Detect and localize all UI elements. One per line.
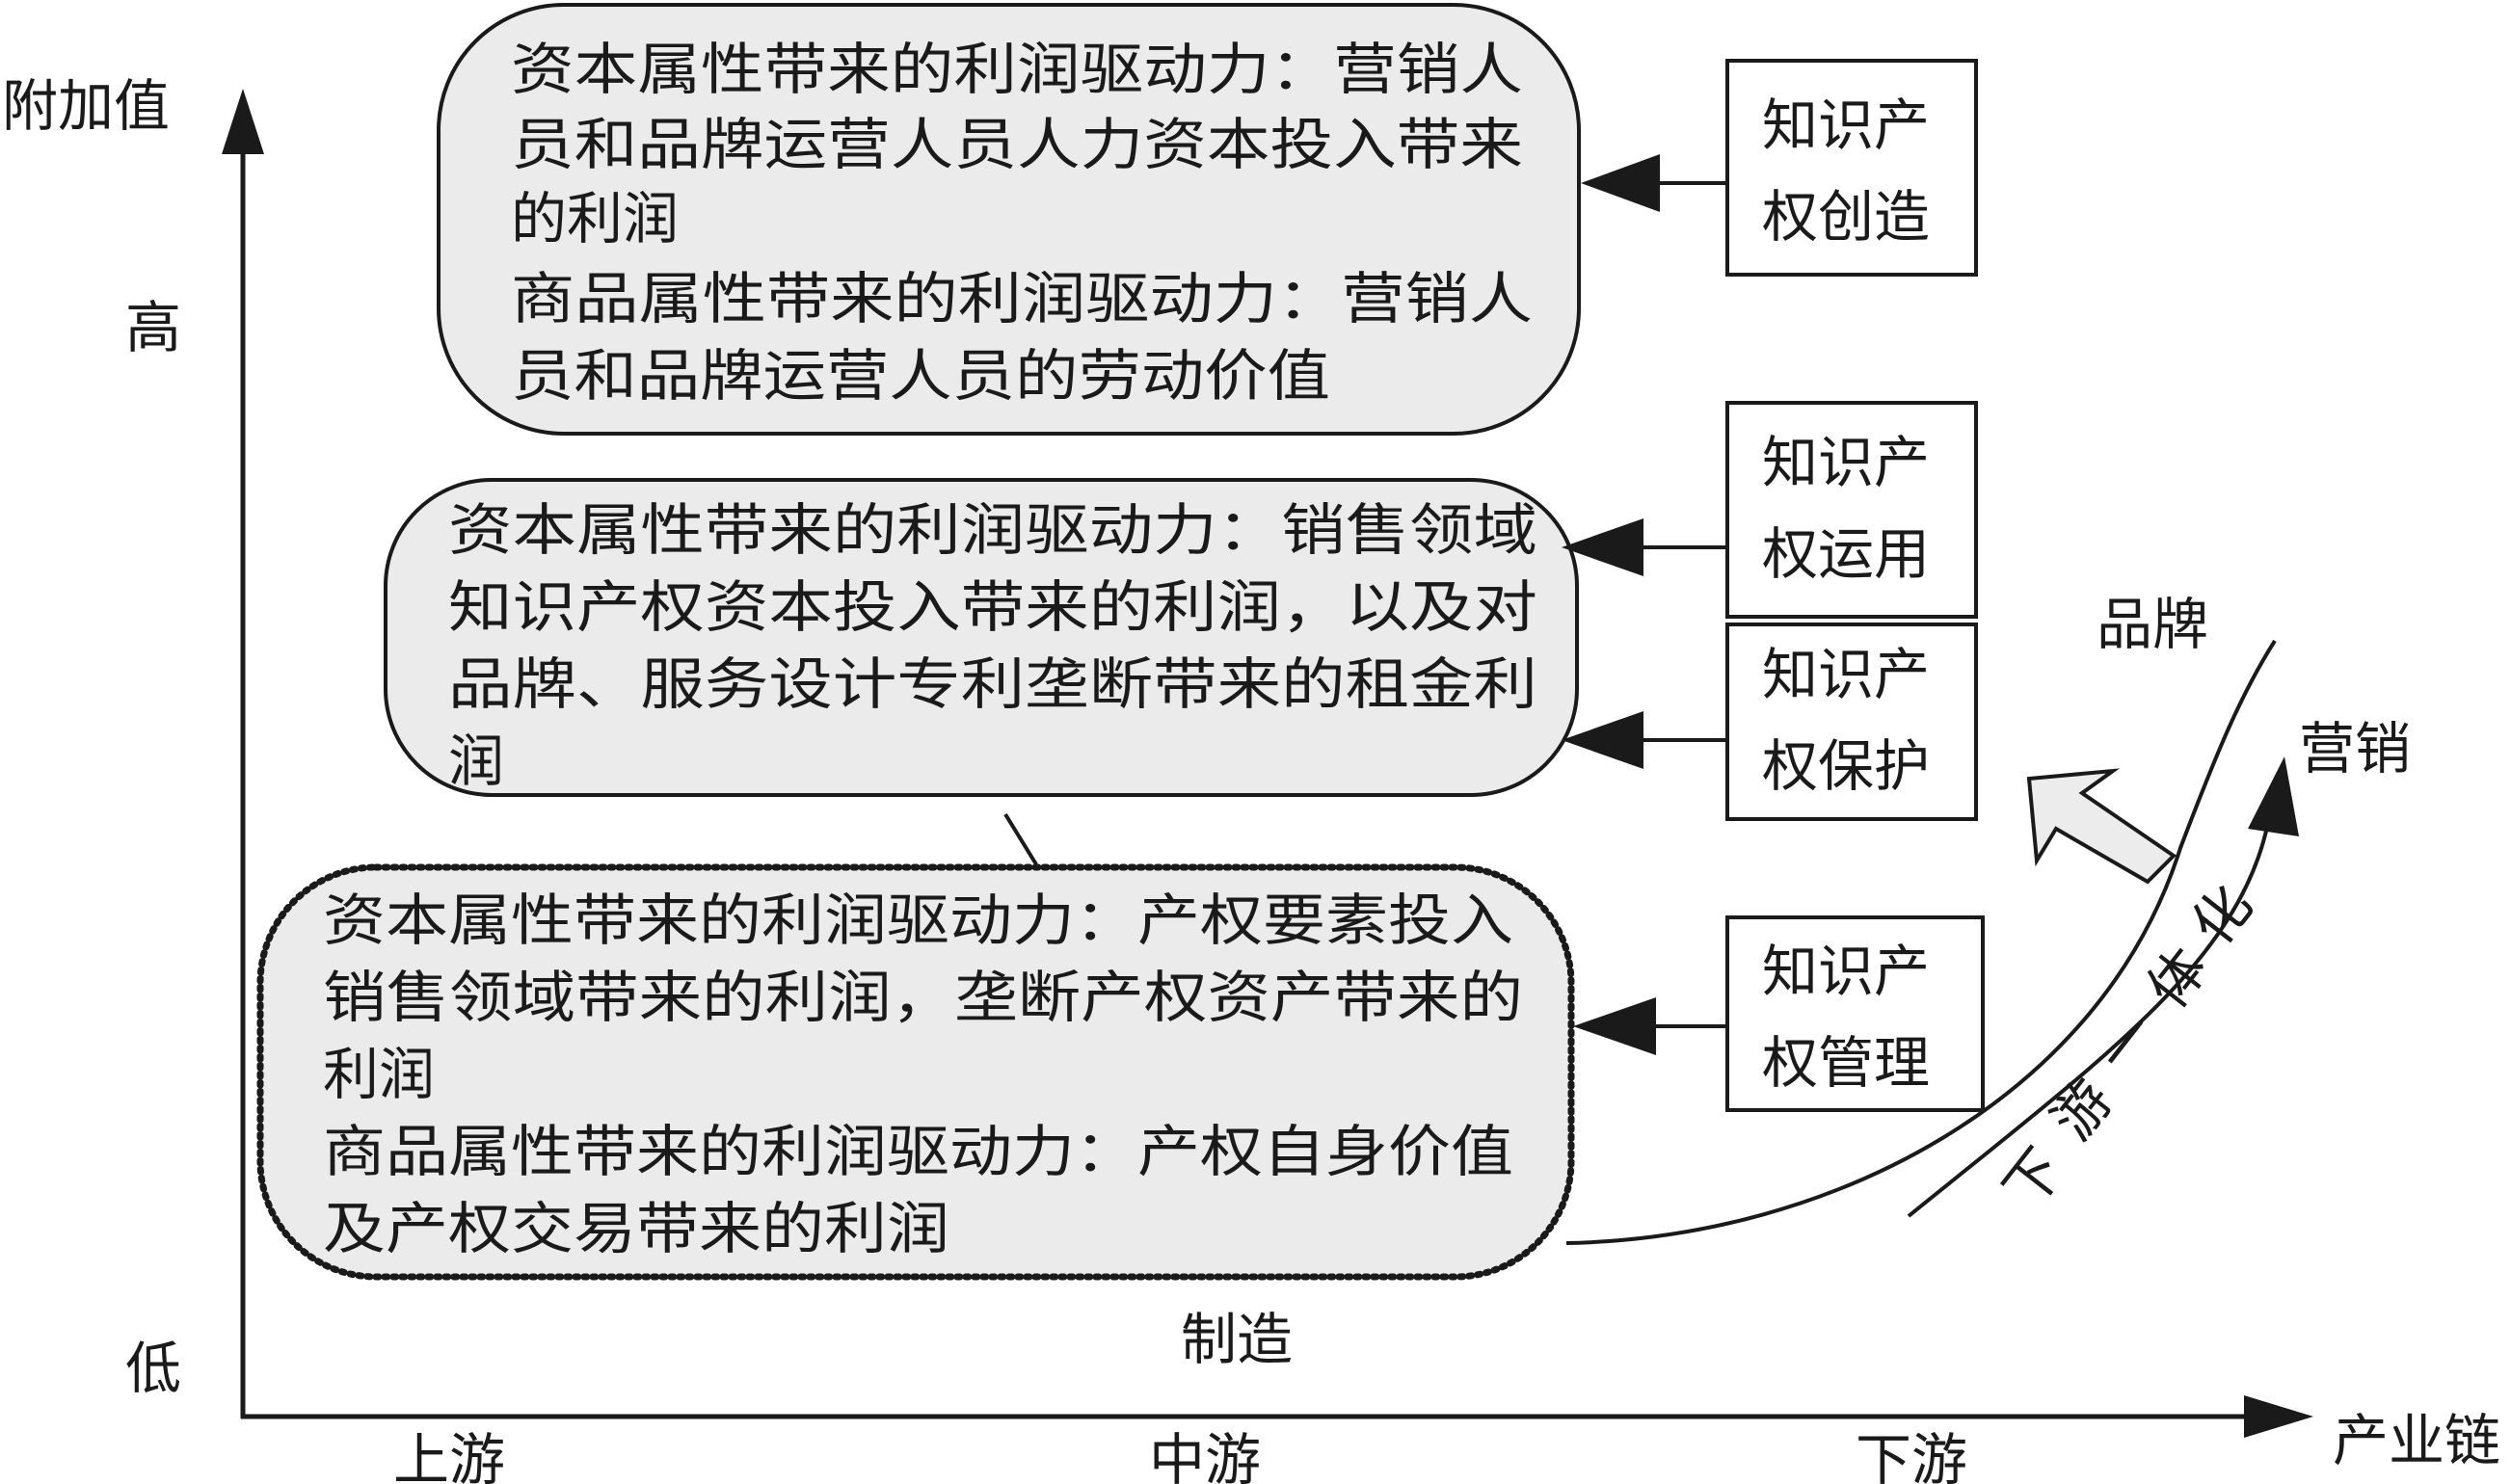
bottom-box-line: 利润 xyxy=(323,1042,435,1107)
middle-box-line: 品牌、服务设计专利垄断带来的租金利 xyxy=(448,651,1537,717)
marketing-label: 营销 xyxy=(2299,716,2411,782)
top-box-line: 资本属性带来的利润驱动力：营销人 xyxy=(511,37,1523,102)
downstream-integration-curve xyxy=(1907,826,2269,1218)
ip-application-line: 权运用 xyxy=(1762,521,1930,587)
bottom-box-line: 及产权交易带来的利润 xyxy=(323,1196,949,1261)
top-box-line: 员和品牌运营人员的劳动价值 xyxy=(511,343,1330,409)
brand-label: 品牌 xyxy=(2097,592,2208,657)
top-profit-box xyxy=(437,3,1581,436)
ip-management-box xyxy=(1725,915,1985,1112)
bottom-box-line: 商品属性带来的利润驱动力：产权自身价值 xyxy=(323,1119,1513,1184)
y-axis-arrowhead xyxy=(222,89,264,154)
smile-curve xyxy=(1565,639,2277,1245)
ip-protection-line: 权保护 xyxy=(1762,733,1930,799)
big-upward-arrow xyxy=(2026,768,2177,885)
ip-management-line: 权管理 xyxy=(1762,1030,1930,1096)
ip-management-line: 知识产 xyxy=(1762,939,1930,1004)
middle-box-line: 知识产权资本投入带来的利润，以及对 xyxy=(448,574,1537,640)
ip-creation-line: 知识产 xyxy=(1762,93,1930,158)
integration-char: 化 xyxy=(2178,873,2264,958)
top-box-line: 商品属性带来的利润驱动力：营销人 xyxy=(511,266,1533,331)
ip-protection-box xyxy=(1725,623,1978,821)
middle-bottom-connector xyxy=(1003,812,1038,866)
ip-application-arrowhead xyxy=(1562,518,1643,576)
ip-protection-line: 知识产 xyxy=(1762,642,1930,707)
top-box-line: 的利润 xyxy=(511,186,679,252)
bottom-profit-box xyxy=(256,863,1575,1281)
x-axis-arrowhead xyxy=(2244,1395,2313,1438)
ip-creation-arrowhead xyxy=(1581,154,1660,212)
middle-box-line: 润 xyxy=(448,729,504,794)
middle-profit-box xyxy=(384,478,1579,797)
top-box-line: 员和品牌运营人员人力资本投入带来 xyxy=(511,112,1523,177)
integration-char: 下 xyxy=(1990,1136,2076,1221)
x-axis-upstream-label: 上游 xyxy=(393,1427,505,1484)
ip-management-arrowhead xyxy=(1573,997,1656,1055)
x-axis-midstream-label: 中游 xyxy=(1149,1427,1261,1484)
bottom-box-line: 资本属性带来的利润驱动力：产权要素投入 xyxy=(323,888,1513,953)
y-axis-high-label: 高 xyxy=(125,295,181,360)
ip-application-line: 知识产 xyxy=(1762,430,1930,495)
ip-protection-arrowhead xyxy=(1562,711,1643,769)
integration-char: 一 xyxy=(2084,1001,2170,1086)
x-axis-label: 产业链 xyxy=(2333,1408,2500,1473)
middle-box-line: 资本属性带来的利润驱动力：销售领域 xyxy=(448,497,1537,563)
x-axis-downstream-label: 下游 xyxy=(1856,1427,1967,1484)
ip-creation-box xyxy=(1725,59,1978,277)
y-axis-low-label: 低 xyxy=(125,1336,181,1401)
y-axis-label: 附加值 xyxy=(2,73,170,139)
ip-creation-line: 权创造 xyxy=(1762,184,1930,250)
integration-char: 游 xyxy=(2039,1068,2124,1153)
manufacturing-label: 制造 xyxy=(1181,1307,1293,1372)
bottom-box-line: 销售领域带来的利润，垄断产权资产带来的 xyxy=(323,965,1523,1030)
downstream-integration-arrowhead xyxy=(2248,756,2299,836)
ip-application-box xyxy=(1725,401,1978,619)
